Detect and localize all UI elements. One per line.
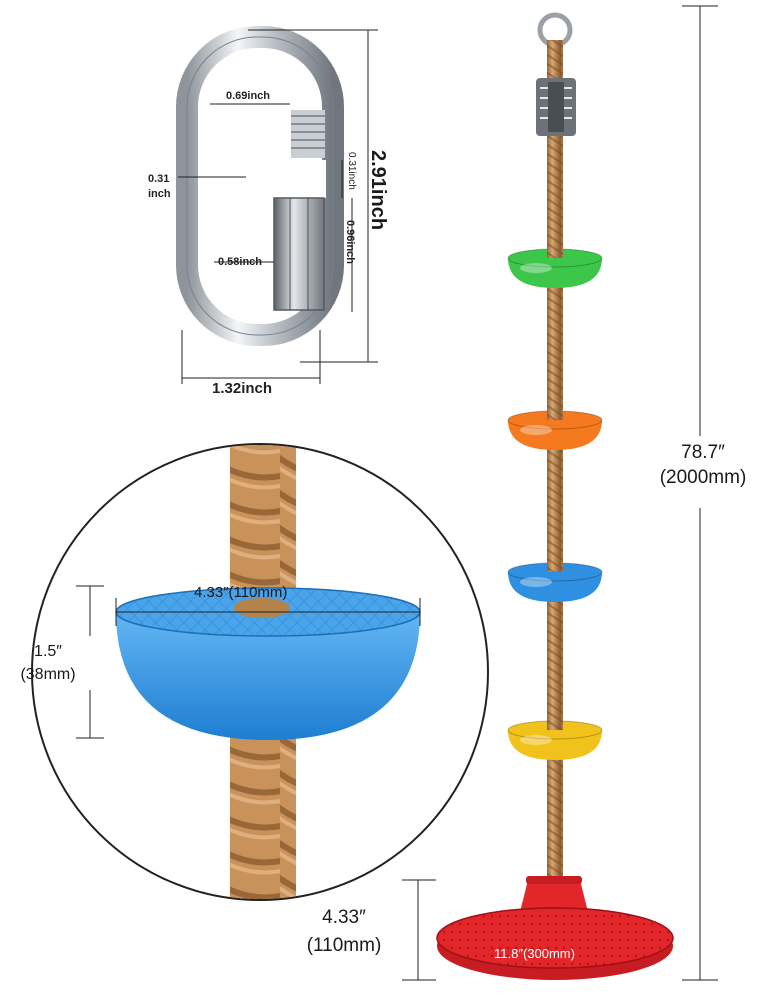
rope-assembly: [536, 12, 576, 910]
carabiner-image: [176, 26, 344, 346]
carabiner-dimension-lines: [178, 29, 378, 384]
seat-height-line: [402, 879, 436, 981]
seat-diameter-label: 11.8″(300mm): [494, 946, 575, 961]
carabiner-thickness-value: 0.31: [148, 173, 170, 185]
zoom-circle: [31, 443, 489, 901]
seat-height-mm: (110mm): [306, 935, 382, 956]
rope-disc-2: [507, 410, 603, 450]
rope-disc-1: [507, 248, 603, 288]
carabiner-total-width-label: 1.32inch: [212, 380, 273, 397]
carabiner-thickness-unit: inch: [148, 188, 171, 200]
zoom-disc-height-label: 1.5″ (38mm): [6, 640, 90, 686]
carabiner-thickness-label: 0.31 inch: [148, 172, 171, 202]
zoom-disc-height-inches: 1.5″: [34, 643, 62, 660]
rope-length-label: 78.7″ (2000mm): [640, 440, 766, 490]
zoom-disc-diameter-label: 4.33″(110mm): [194, 584, 288, 601]
rope-disc-3: [507, 562, 603, 602]
swing-seat: [436, 876, 674, 980]
rope-length-line: [682, 5, 718, 981]
seat-height-label: 4.33″ (110mm): [288, 904, 400, 960]
rope-length-mm: (2000mm): [659, 467, 747, 488]
carabiner-top-width-label: 0.69inch: [226, 90, 271, 102]
rope-length-inches: 78.7″: [681, 442, 725, 463]
zoom-disc-height-mm: (38mm): [20, 666, 76, 683]
carabiner-gap-label: 0.31inch: [346, 152, 357, 190]
carabiner-nut-height-label: 0.96inch: [344, 220, 356, 265]
seat-height-inches: 4.33″: [322, 907, 366, 928]
rope-disc-4: [507, 720, 603, 760]
carabiner-inner-width-label: 0.58inch: [218, 256, 263, 268]
rope-discs: [507, 248, 603, 760]
carabiner-height-label: 2.91inch: [367, 150, 389, 231]
